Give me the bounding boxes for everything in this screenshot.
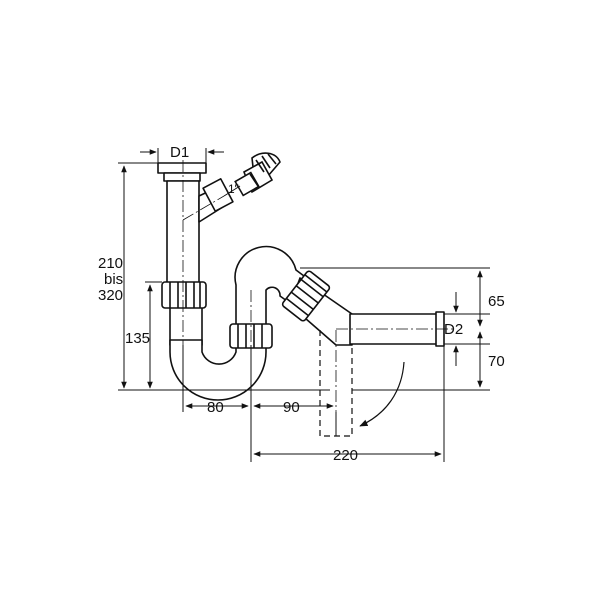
upper-bend	[234, 245, 313, 341]
label-90: 90	[283, 399, 300, 416]
label-135: 135	[125, 330, 150, 347]
label-d1: D1	[170, 144, 189, 161]
couplings	[161, 270, 331, 349]
label-220: 220	[333, 447, 358, 464]
side-branch-nut	[202, 178, 234, 212]
label-80: 80	[207, 399, 224, 416]
label-inch: 1"	[228, 182, 239, 196]
dimension-lines	[118, 148, 490, 462]
sink-flange	[157, 162, 207, 174]
swivel-arrow	[359, 361, 405, 427]
elbow-fitting	[234, 152, 281, 197]
inlet-nut	[161, 281, 207, 309]
dimension-labels: D1 1" 210 bis 320 135 80 90 220 65 D2 70	[98, 144, 505, 464]
label-210: 210	[98, 255, 123, 272]
label-bis: bis	[104, 271, 123, 288]
label-d2: D2	[444, 321, 463, 338]
diagonal-nut	[281, 270, 331, 322]
label-70: 70	[488, 353, 505, 370]
u-bend	[169, 339, 267, 401]
dip-tube-lower	[169, 304, 203, 346]
label-320: 320	[98, 287, 123, 304]
label-65: 65	[488, 293, 505, 310]
flange-collar	[163, 172, 201, 182]
